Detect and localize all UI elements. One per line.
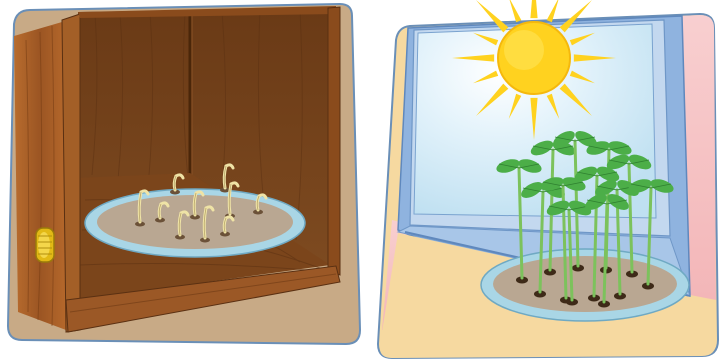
sunny-window-panel [378, 0, 718, 358]
sun-ray [530, 0, 537, 18]
cupboard-side-board [14, 22, 66, 330]
cupboard-right-frame [328, 7, 340, 275]
cupboard-knob [36, 228, 54, 262]
sun-ray [547, 0, 560, 22]
dark-cupboard-panel [8, 4, 360, 344]
sun-ray [509, 0, 522, 22]
